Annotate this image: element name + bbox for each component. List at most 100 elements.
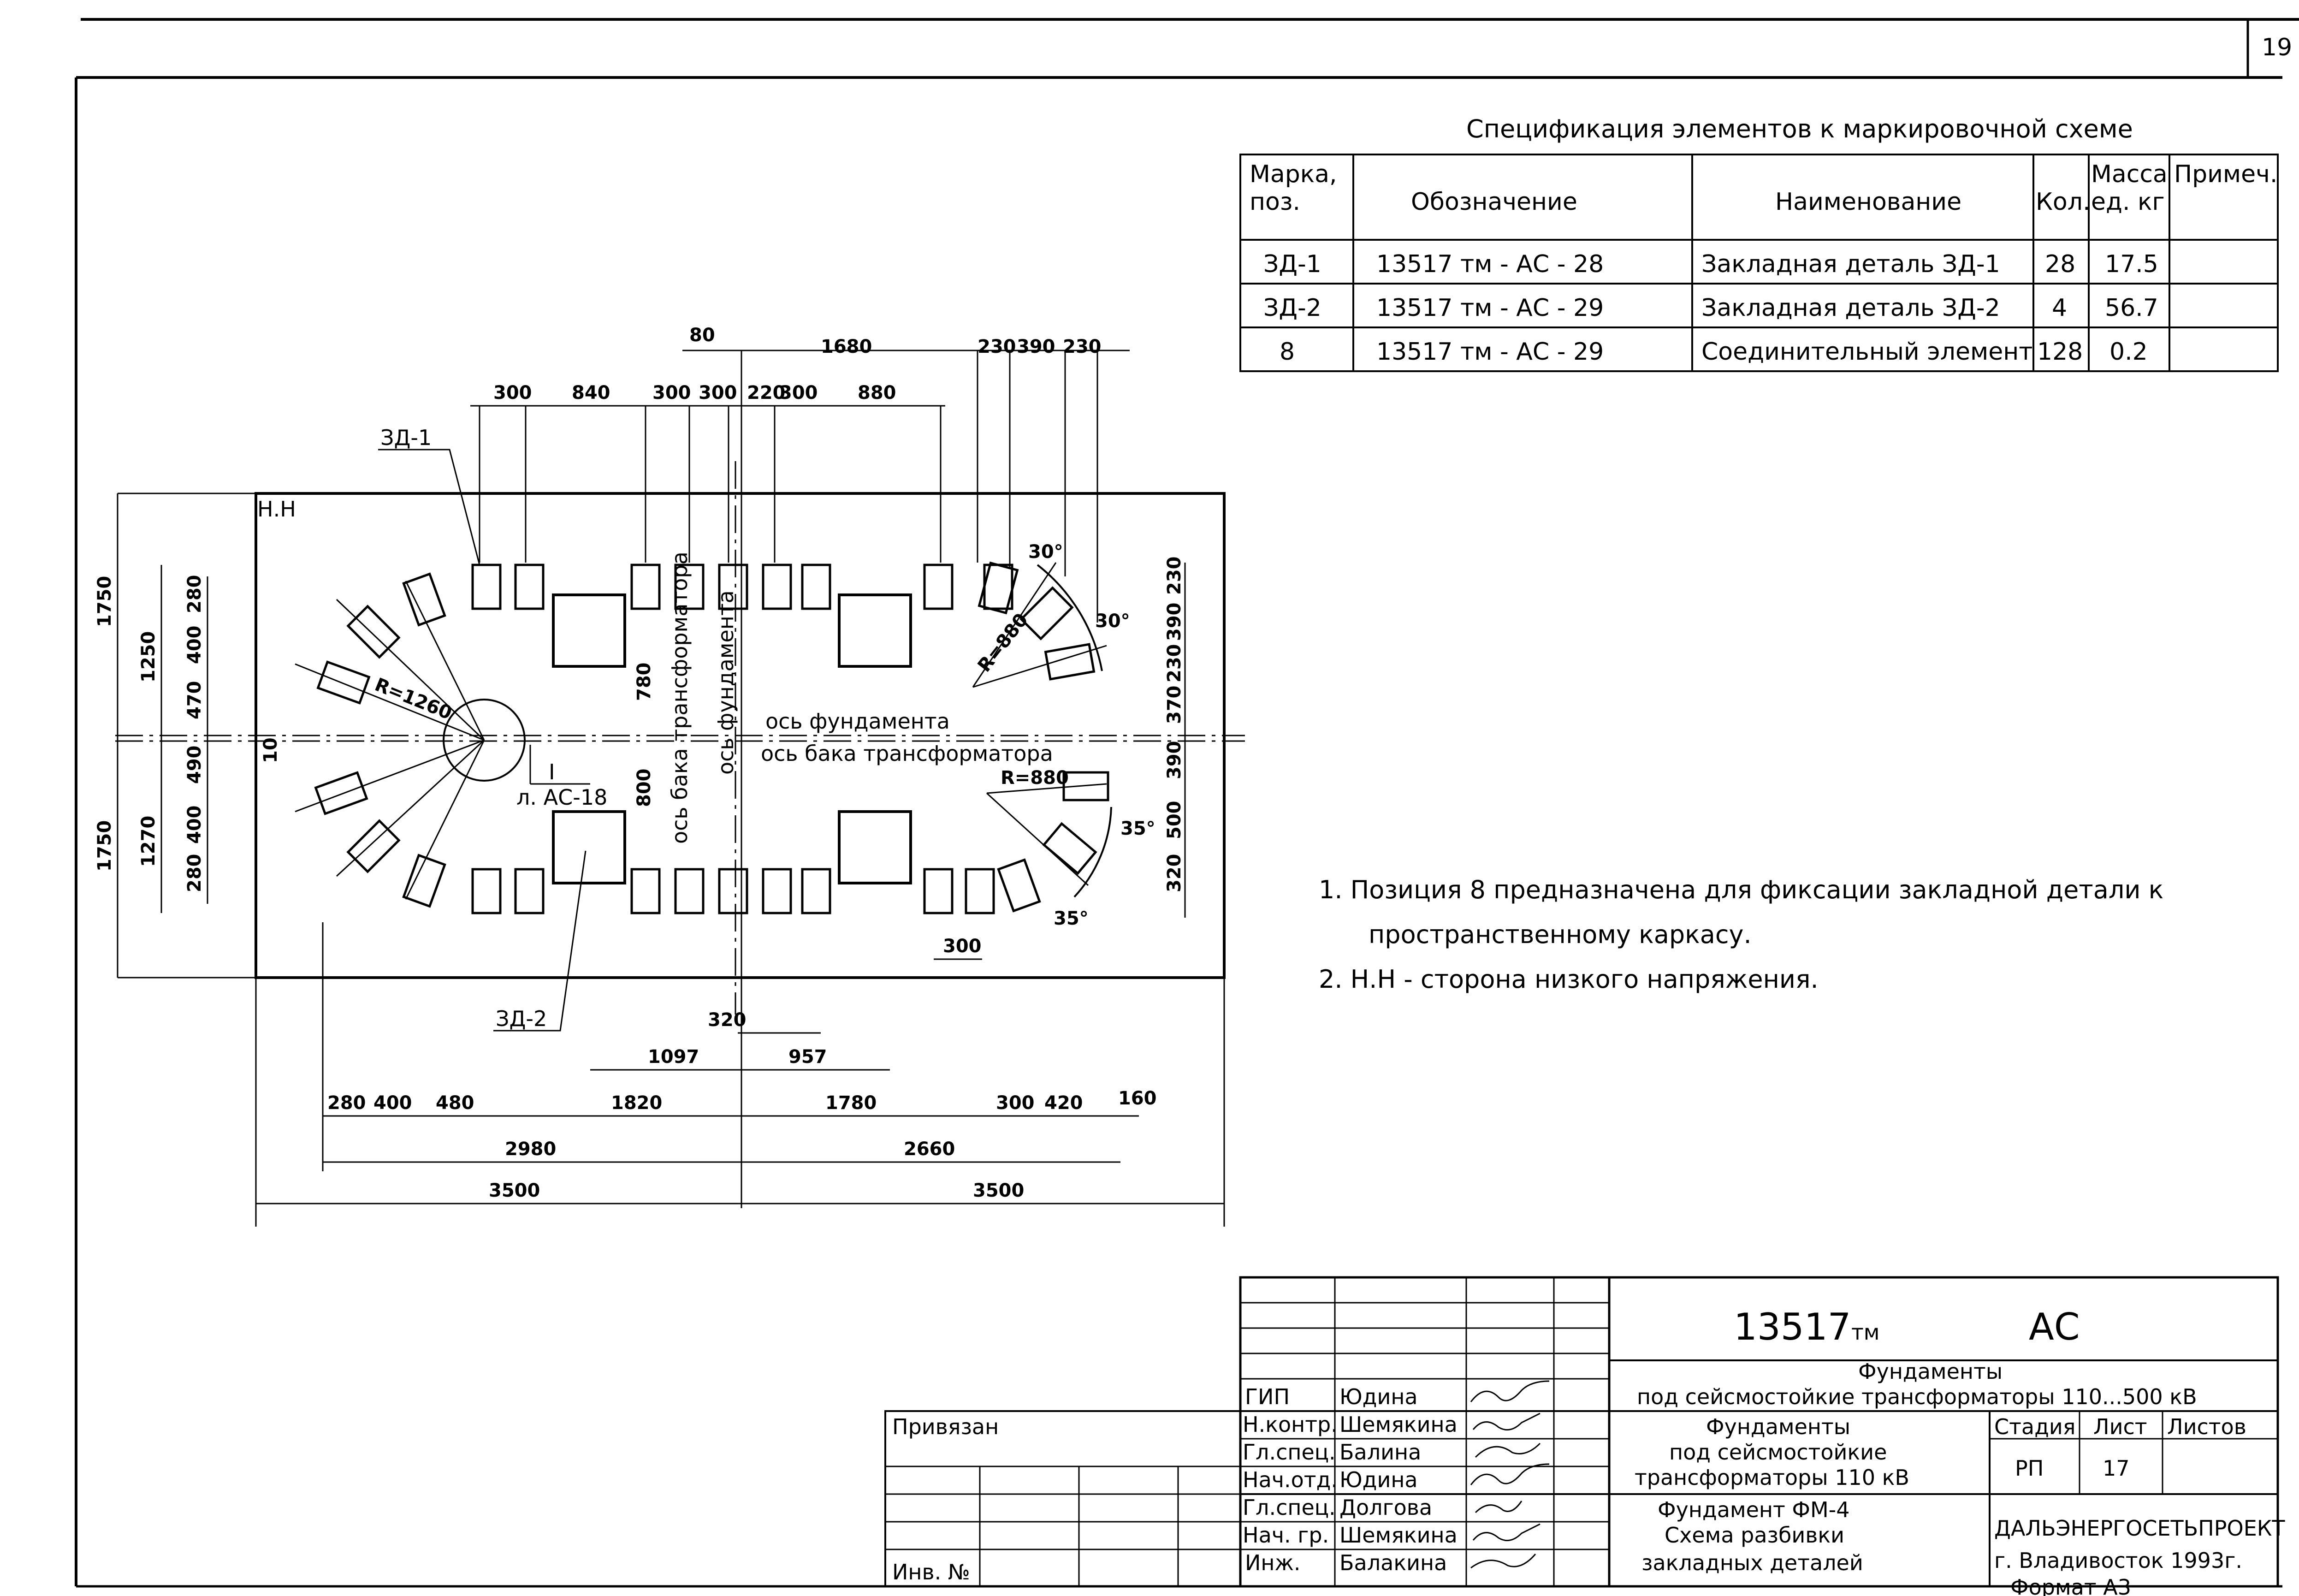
dim-bottom-1: 1780 bbox=[825, 1092, 877, 1114]
dim-right: 500 bbox=[1164, 801, 1185, 840]
dim-bottom-3: 3500 bbox=[973, 1180, 1024, 1201]
dim-bottom-2: 2660 bbox=[904, 1139, 955, 1160]
spec-row-name: Закладная деталь ЗД-2 bbox=[1701, 294, 2000, 322]
label-angle-2: 30° bbox=[1095, 611, 1130, 632]
label-angle-1: 30° bbox=[1028, 541, 1063, 563]
role: Нач.отд. bbox=[1243, 1467, 1338, 1492]
spec-row-qty: 4 bbox=[2052, 294, 2067, 322]
note-1-cont: пространственному каркасу. bbox=[1369, 920, 1752, 949]
spec-row-mass: 56.7 bbox=[2105, 294, 2158, 322]
note-2: 2. Н.Н - сторона низкого напряжения. bbox=[1319, 965, 1819, 994]
label-tank-axis: ось бака трансформатора bbox=[761, 741, 1053, 766]
spec-row-mark: 8 bbox=[1280, 338, 1295, 366]
bound-label: Привязан bbox=[892, 1414, 999, 1439]
spec-row-name: Закладная деталь ЗД-1 bbox=[1701, 250, 2000, 278]
dim-right: 370 bbox=[1164, 686, 1185, 724]
role: Нач. гр. bbox=[1243, 1523, 1329, 1548]
dim-left-outer: 1750 bbox=[94, 820, 115, 872]
spec-row-mass: 0.2 bbox=[2109, 338, 2148, 366]
dim-right: 390 bbox=[1164, 741, 1185, 780]
dim-bottom-1: 420 bbox=[1044, 1092, 1083, 1114]
dim-bottom-1: 400 bbox=[373, 1092, 412, 1114]
dim-right: 390 bbox=[1164, 603, 1185, 641]
spec-row-qty: 28 bbox=[2045, 250, 2075, 278]
dim-left-inner: 280 bbox=[184, 854, 205, 893]
drawing-title-2: Схема разбивки bbox=[1665, 1523, 1844, 1548]
spec-header-mark-2: поз. bbox=[1250, 188, 1300, 216]
dim-inner: 800 bbox=[634, 769, 655, 807]
spec-header-qty: Кол. bbox=[2036, 188, 2091, 216]
drawing-title-3: закладных деталей bbox=[1641, 1550, 1863, 1575]
spec-row-designation: 13517 тм - АС - 28 bbox=[1376, 250, 1604, 278]
dim-bottom-1: 1820 bbox=[611, 1092, 662, 1114]
role-name: Балина bbox=[1339, 1440, 1421, 1465]
role: Инж. bbox=[1245, 1550, 1301, 1575]
drawing-code-suffix: тм bbox=[1851, 1320, 1880, 1345]
dim-right: 230 bbox=[1164, 644, 1185, 683]
notes: 1. Позиция 8 предназначена для фиксации … bbox=[1319, 875, 2163, 994]
spec-row-designation: 13517 тм - АС - 29 bbox=[1376, 294, 1604, 322]
dim-bottom-3: 3500 bbox=[489, 1180, 540, 1201]
role: Н.контр. bbox=[1243, 1412, 1338, 1437]
city: г. Владивосток 1993г. bbox=[1994, 1548, 2242, 1573]
label-section-sheet: л. АС-18 bbox=[516, 785, 607, 810]
dim-small: 10 bbox=[260, 737, 281, 763]
embedded-parts-bottom bbox=[471, 868, 995, 914]
embedded-parts-top bbox=[471, 564, 954, 610]
dim-top: 1680 bbox=[821, 336, 872, 357]
title-block-text: Привязан Инв. № 13517 тм АС Фундаменты п… bbox=[892, 1305, 2285, 1596]
dim-left-mid: 1250 bbox=[138, 631, 159, 682]
foundation-plan bbox=[115, 350, 1245, 1227]
dim-300-right: 300 bbox=[943, 936, 982, 957]
drawing-section: АС bbox=[2029, 1305, 2080, 1348]
leader-zd1 bbox=[378, 449, 480, 565]
stage-value: РП bbox=[2015, 1456, 2044, 1481]
spec-row-designation: 13517 тм - АС - 29 bbox=[1376, 338, 1604, 366]
role: Гл.спец. bbox=[1243, 1440, 1336, 1465]
section-circle bbox=[443, 699, 526, 782]
spec-header-mark: Марка, bbox=[1250, 160, 1337, 188]
sheet-title-3: трансформаторы 110 кВ bbox=[1635, 1465, 1909, 1490]
spec-header-name: Наименование bbox=[1775, 188, 1961, 216]
note-1: 1. Позиция 8 предназначена для фиксации … bbox=[1319, 875, 2163, 904]
dimensions: 80 1680 230 390 230 300 840 300 300 220 … bbox=[94, 325, 1185, 1201]
spec-table: Спецификация элементов к маркировочной с… bbox=[1239, 114, 2279, 372]
dim-top-2: 880 bbox=[858, 382, 896, 403]
dim-left-inner: 490 bbox=[184, 746, 205, 784]
dim-top: 230 bbox=[978, 336, 1016, 357]
spec-title: Спецификация элементов к маркировочной с… bbox=[1466, 114, 2133, 143]
label-section-mark: I bbox=[549, 759, 555, 784]
embedded-parts-radial-right bbox=[978, 561, 1109, 913]
label-radius-1: R=1260 bbox=[372, 674, 455, 724]
spec-header-note: Примеч. bbox=[2174, 160, 2277, 188]
role-name: Юдина bbox=[1339, 1384, 1418, 1409]
label-zd1: ЗД-1 bbox=[380, 425, 432, 450]
role-name: Юдина bbox=[1339, 1467, 1418, 1492]
dim-left-inner: 400 bbox=[184, 806, 205, 844]
organization: ДАЛЬЭНЕРГОСЕТЬПРОЕКТ bbox=[1994, 1516, 2285, 1541]
dim-top-2: 300 bbox=[652, 382, 691, 403]
role-name: Шемякина bbox=[1339, 1412, 1458, 1437]
dim-top: 230 bbox=[1063, 336, 1102, 357]
label-radius-3: R=880 bbox=[1001, 767, 1069, 789]
inv-label: Инв. № bbox=[892, 1560, 970, 1584]
spec-header-designation: Обозначение bbox=[1411, 188, 1577, 216]
dim-left-inner: 400 bbox=[184, 626, 205, 665]
sheet-header: Лист bbox=[2093, 1414, 2147, 1439]
sheet-title-2: под сейсмостойкие bbox=[1669, 1440, 1887, 1465]
label-radius-2: R=880 bbox=[974, 609, 1032, 676]
role-name: Шемякина bbox=[1339, 1523, 1458, 1548]
dim-right: 320 bbox=[1164, 854, 1185, 893]
spec-row-mass: 17.5 bbox=[2105, 250, 2158, 278]
format: Формат А3 bbox=[2010, 1575, 2131, 1596]
dim-top-2: 840 bbox=[572, 382, 610, 403]
dim-top-2: 300 bbox=[493, 382, 532, 403]
dim-mid: 957 bbox=[788, 1046, 827, 1068]
dim-bottom-1: 300 bbox=[996, 1092, 1035, 1114]
drawing-code: 13517 bbox=[1734, 1305, 1851, 1348]
stage-header: Стадия bbox=[1994, 1414, 2075, 1439]
label-angle-4: 35° bbox=[1054, 908, 1089, 929]
label-nn: Н.Н bbox=[257, 497, 296, 522]
page-number: 19 bbox=[2262, 34, 2292, 61]
